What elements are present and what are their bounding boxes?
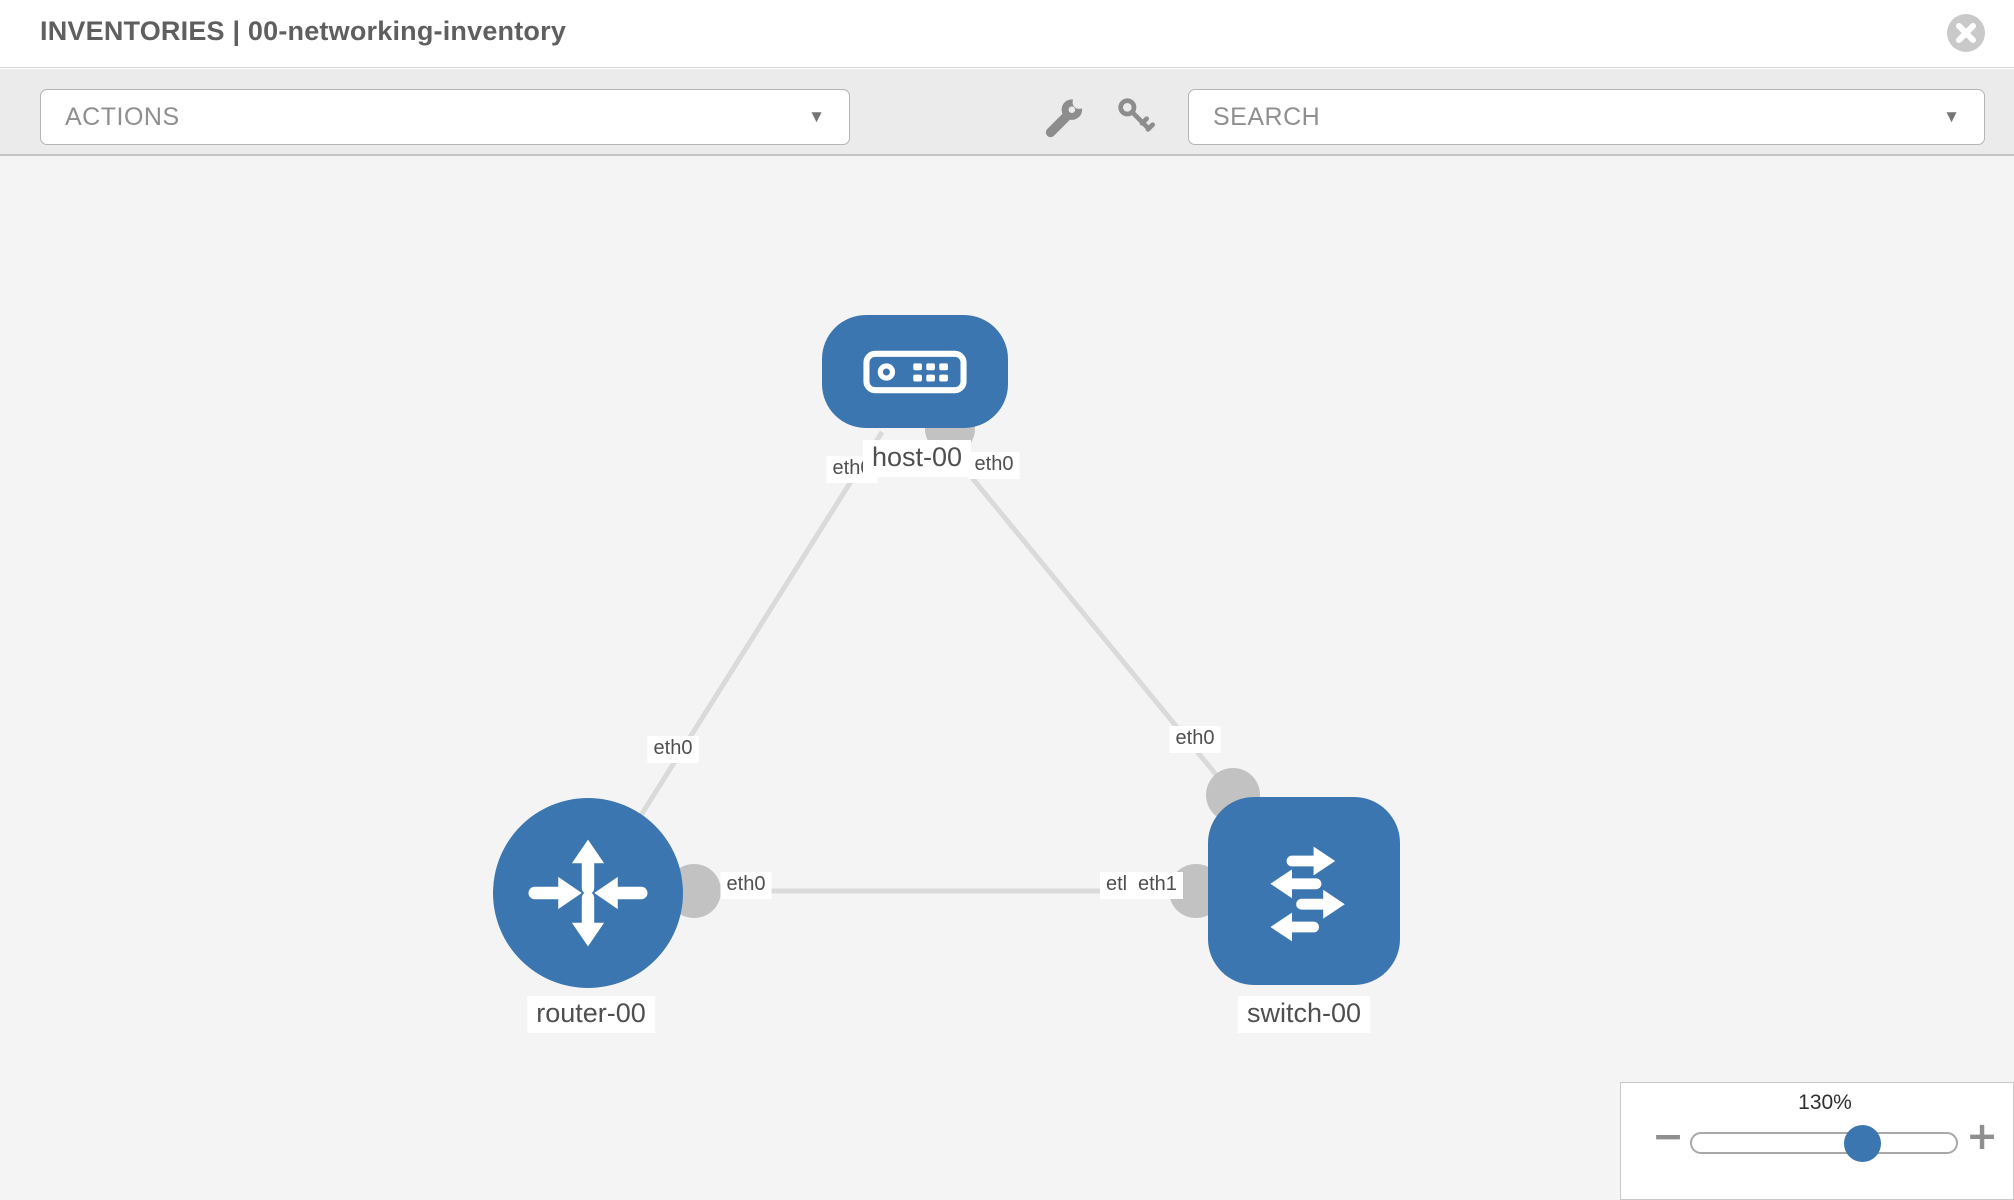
- actions-dropdown[interactable]: ACTIONS ▼: [40, 89, 850, 145]
- router-arrows-icon: [528, 839, 648, 947]
- port-label: eth0: [968, 452, 1020, 479]
- link-host-router[interactable]: [591, 430, 885, 892]
- port-label: eth1: [1132, 872, 1183, 899]
- node-host-00[interactable]: [822, 315, 1008, 428]
- wrench-icon: [1045, 95, 1086, 138]
- chevron-down-icon: ▼: [808, 107, 825, 126]
- zoom-slider-thumb[interactable]: [1844, 1125, 1881, 1162]
- header: INVENTORIES | 00-networking-inventory: [0, 0, 2014, 68]
- toolbar: ACTIONS ▼ SEARCH ▼: [0, 69, 2014, 156]
- node-switch-00[interactable]: [1208, 797, 1400, 985]
- search-dropdown[interactable]: SEARCH ▼: [1188, 89, 1985, 145]
- search-dropdown-label: SEARCH: [1213, 102, 1321, 131]
- actions-dropdown-label: ACTIONS: [65, 102, 180, 131]
- switch-arrows-icon: [1270, 846, 1345, 942]
- server-icon: [863, 350, 967, 393]
- node-label: router-00: [527, 996, 655, 1033]
- port-label: eth0: [1169, 726, 1221, 753]
- close-button[interactable]: [1946, 13, 1986, 53]
- credentials-button[interactable]: [1114, 95, 1158, 139]
- configure-button[interactable]: [1044, 95, 1088, 139]
- zoom-level: 130%: [1798, 1091, 1852, 1114]
- close-icon: [1947, 14, 1985, 52]
- node-label: switch-00: [1237, 996, 1371, 1033]
- node-label: host-00: [862, 440, 972, 477]
- node-router-00[interactable]: [493, 798, 683, 988]
- topology-canvas[interactable]: host-00 router-00 switch-00 eth0 eth0 et…: [0, 156, 2014, 1200]
- key-icon: [1118, 97, 1155, 132]
- port-label: eth0: [720, 872, 772, 899]
- port-label-fragment: etl: [1100, 872, 1134, 899]
- zoom-in-button[interactable]: +: [1962, 1112, 2002, 1160]
- page-title: INVENTORIES | 00-networking-inventory: [40, 16, 567, 46]
- port-label: eth0: [647, 736, 699, 763]
- chevron-down-icon: ▼: [1943, 107, 1960, 126]
- zoom-out-button[interactable]: −: [1648, 1112, 1688, 1160]
- zoom-slider-track[interactable]: [1690, 1132, 1958, 1154]
- links-layer: [591, 404, 1260, 918]
